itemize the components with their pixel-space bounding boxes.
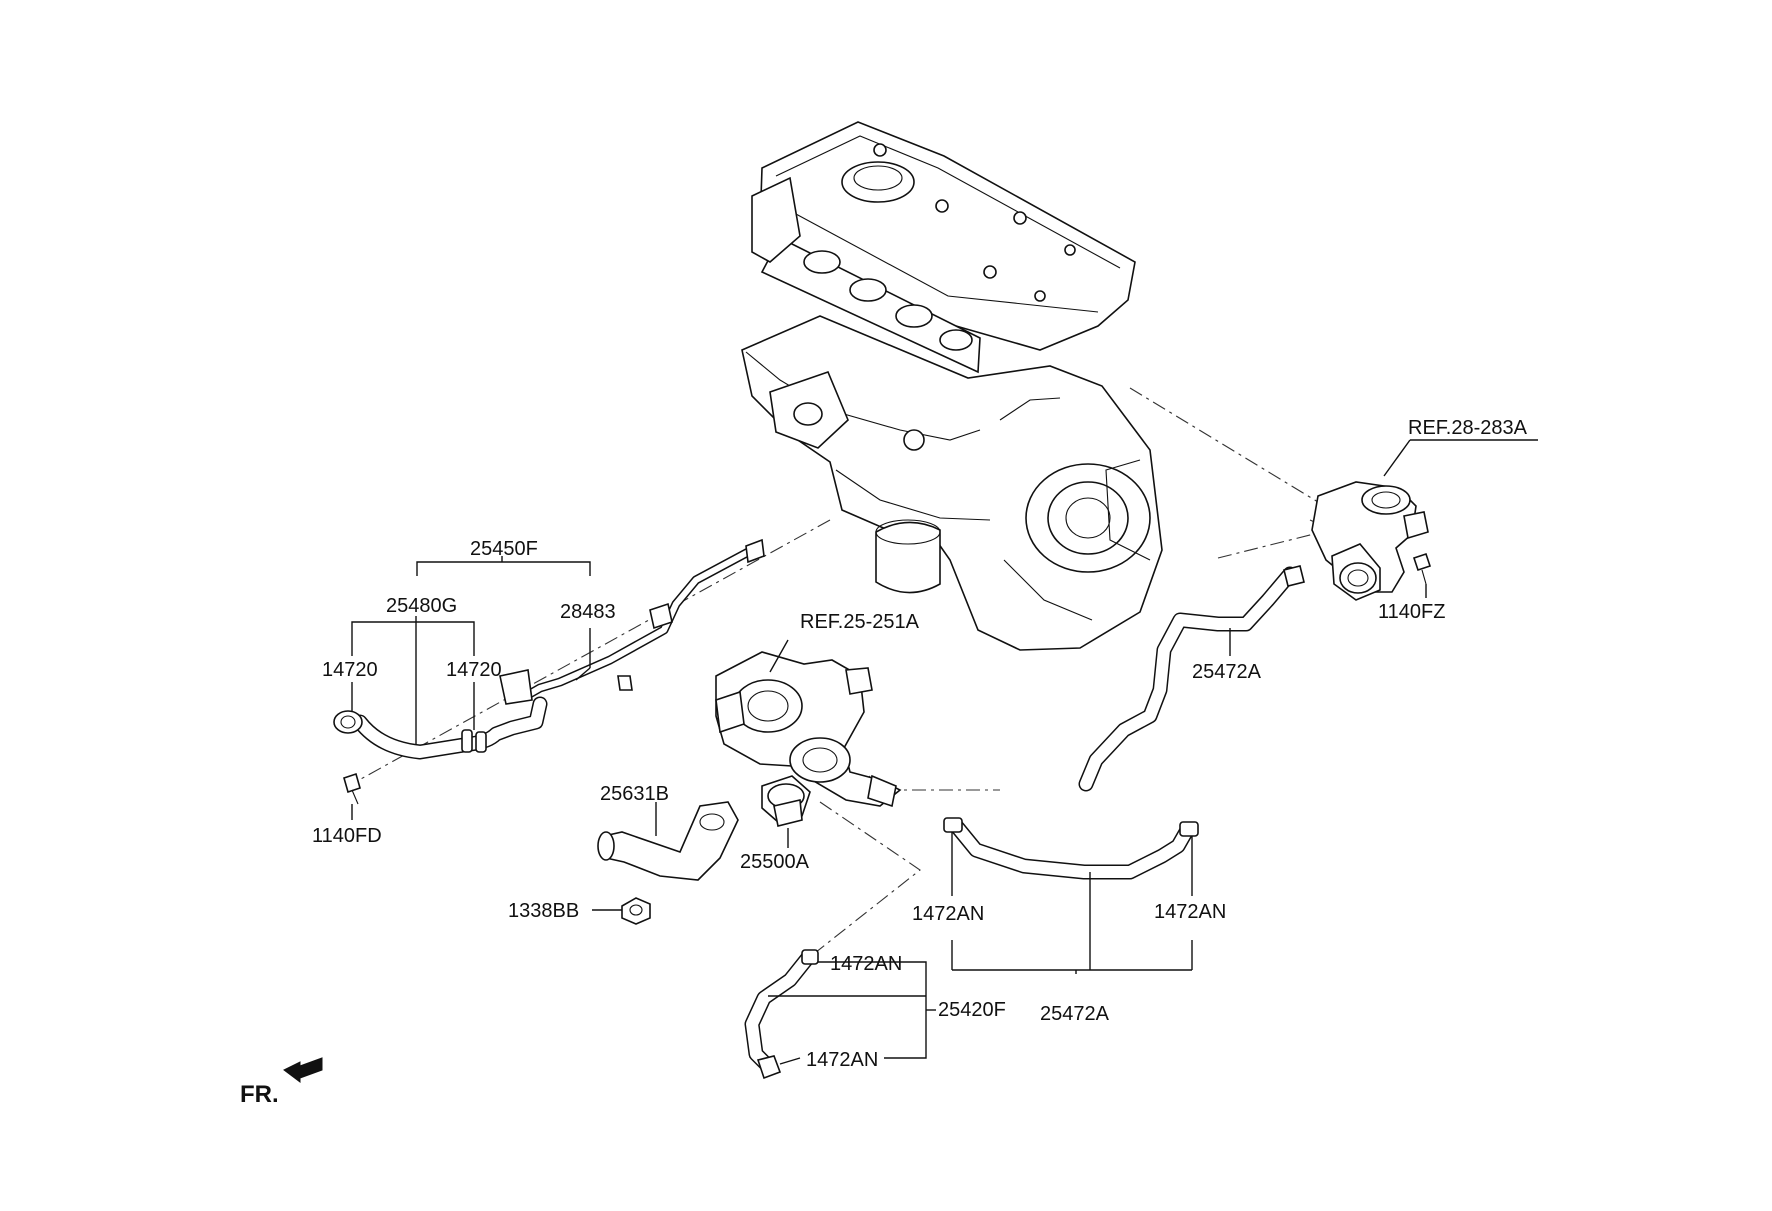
label-1472AN-right: 1472AN — [1154, 901, 1226, 923]
label-1472AN-bottom: 1472AN — [806, 1049, 878, 1071]
label-25420F: 25420F — [938, 999, 1006, 1021]
label-1140FZ: 1140FZ — [1378, 601, 1445, 623]
water-outlet-housing — [1311, 481, 1432, 601]
leader-lines — [351, 439, 1538, 1065]
label-25500A: 25500A — [740, 851, 810, 873]
label-1140FD: 1140FD — [312, 825, 382, 847]
label-25472A-lower: 25472A — [1040, 1003, 1110, 1025]
label-14720-right: 14720 — [446, 659, 502, 681]
label-25480G: 25480G — [386, 595, 457, 617]
label-14720-left: 14720 — [322, 659, 378, 681]
fitting-25631B — [597, 801, 739, 881]
engine-assembly-drawing — [741, 121, 1163, 651]
hose-25420F — [744, 949, 819, 1080]
hose-25480G — [333, 696, 548, 805]
thermostat-housing-assembly — [715, 651, 902, 808]
label-1338BB: 1338BB — [508, 900, 579, 922]
hose-25472A-upper — [1078, 565, 1305, 792]
label-1472AN-left: 1472AN — [912, 903, 984, 925]
hose-25472A-lower — [943, 817, 1199, 880]
label-25631B: 25631B — [600, 783, 669, 805]
label-ref-25-251A: REF.25-251A — [800, 611, 920, 633]
front-direction-arrow — [283, 1057, 323, 1083]
bypass-pipe-28483 — [499, 538, 765, 705]
label-front: FR. — [240, 1081, 279, 1108]
thermostat-25500A — [761, 775, 811, 827]
label-ref-28-283A: REF.28-283A — [1408, 417, 1528, 439]
label-25450F: 25450F — [470, 538, 538, 560]
label-25472A-upper: 25472A — [1192, 661, 1262, 683]
label-28483: 28483 — [560, 601, 616, 623]
nut-1338BB — [621, 897, 651, 925]
label-1472AN-top: 1472AN — [830, 953, 902, 975]
